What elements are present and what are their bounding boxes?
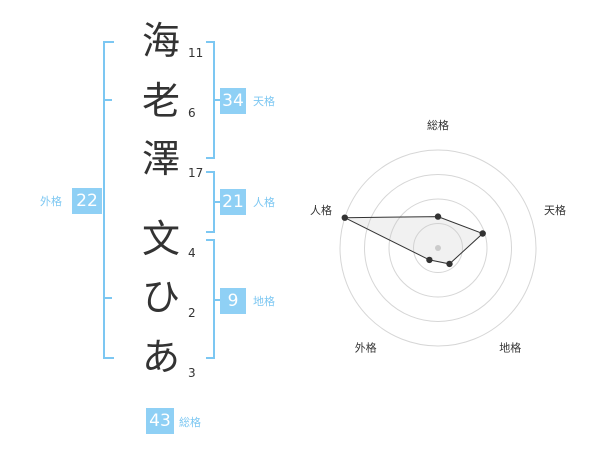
stroke-count-6: 3 — [188, 366, 196, 380]
radar-point-3 — [446, 260, 453, 268]
name-char-3: 澤 — [141, 137, 180, 181]
jinkaku-label: 人格 — [253, 196, 275, 209]
name-char-2: 老 — [141, 79, 180, 123]
chikaku-value: 9 — [220, 288, 246, 314]
radar-ring — [413, 223, 463, 273]
radar-center — [435, 245, 441, 251]
gaikaku-label: 外格 — [40, 195, 62, 208]
chikaku-label: 地格 — [253, 295, 275, 308]
name-char-4: 文 — [141, 217, 180, 261]
radar-axis-label-5: 人格 — [310, 203, 332, 217]
name-char-5: ひ — [141, 275, 180, 319]
radar-ring — [388, 198, 488, 298]
stroke-count-1: 11 — [188, 46, 204, 60]
stroke-count-3: 17 — [188, 166, 204, 180]
radar-axis-label-4: 外格 — [355, 341, 377, 355]
radar-polygon — [344, 216, 484, 265]
name-char-6: あ — [141, 335, 180, 379]
soukaku-label: 総格 — [179, 416, 201, 429]
radar-ring — [339, 149, 537, 347]
tenkaku-label: 天格 — [253, 95, 275, 108]
soukaku-value: 43 — [146, 408, 174, 434]
stroke-count-5: 2 — [188, 306, 196, 320]
tenkaku-value: 34 — [220, 88, 246, 114]
radar-point-5 — [341, 214, 348, 221]
radar-axis-label-2: 天格 — [544, 203, 566, 217]
radar-axis-label-1: 総格 — [427, 118, 449, 132]
radar-axis-label-3: 地格 — [499, 341, 521, 355]
radar-ring — [364, 174, 512, 322]
radar-point-4 — [426, 256, 433, 264]
name-char-1: 海 — [141, 19, 180, 63]
jinkaku-value: 21 — [220, 189, 246, 215]
radar-point-1 — [434, 213, 442, 220]
gaikaku-bracket — [103, 41, 114, 359]
stroke-count-4: 4 — [188, 246, 196, 260]
gaikaku-value: 22 — [72, 188, 102, 214]
stroke-count-2: 6 — [188, 106, 196, 120]
radar-point-2 — [479, 230, 486, 237]
